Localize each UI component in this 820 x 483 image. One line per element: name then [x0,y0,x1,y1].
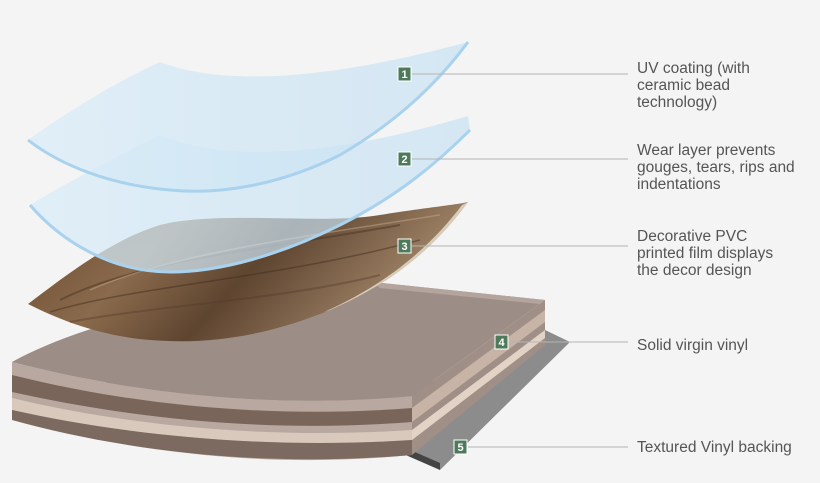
badge-2: 2 [397,151,412,167]
leader-lines [412,73,628,448]
badge-3: 3 [397,238,412,254]
badge-4: 4 [494,334,509,350]
label-vinyl-backing: Textured Vinyl backing [637,439,792,456]
uv-coating-layer [27,41,470,193]
badge-1-number: 1 [401,69,407,81]
badge-1: 1 [397,66,412,82]
badge-5: 5 [453,439,468,455]
label-virgin-vinyl: Solid virgin vinyl [637,337,749,354]
badge-5-number: 5 [457,442,463,454]
badge-3-number: 3 [401,241,407,253]
label-wear-layer: Wear layer prevents gouges, tears, rips … [637,142,795,193]
badge-2-number: 2 [401,154,407,166]
label-decor-film: Decorative PVC printed film displays the… [637,228,774,279]
badge-4-number: 4 [498,337,505,349]
virgin-vinyl-layer [12,282,545,461]
label-uv-coating: UV coating (with ceramic bead technology… [637,60,750,111]
